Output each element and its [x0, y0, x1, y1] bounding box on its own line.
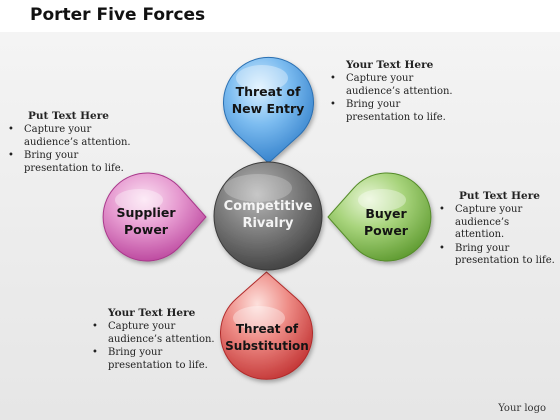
right-shape-highlight [358, 189, 406, 211]
supplier-power-shape [102, 172, 207, 262]
threat-of-new-entry-label: Threat of New Entry [231, 84, 305, 116]
note-title: Your Text Here [346, 59, 434, 71]
supplier-power-label: Supplier Power [116, 205, 176, 237]
buyer-power-shape [327, 172, 432, 262]
center-highlight [224, 174, 292, 202]
competitive-rivalry-circle [213, 161, 323, 271]
threat-of-new-entry-shape [223, 56, 314, 164]
note-title: Put Text Here [459, 190, 540, 202]
slide-title: Porter Five Forces [30, 5, 206, 25]
threat-of-substitution-label: Threat of Substitution [225, 322, 309, 353]
bottom-shape-highlight [233, 306, 285, 330]
note-title: Put Text Here [28, 110, 109, 122]
note-title: Your Text Here [108, 307, 196, 319]
logo-placeholder: Your logo [498, 403, 546, 414]
buyer-power-label: Buyer Power [364, 206, 408, 238]
left-shape-highlight [115, 189, 163, 211]
competitive-rivalry-label: Competitive Rivalry [223, 199, 313, 231]
top-shape-highlight [236, 65, 288, 91]
